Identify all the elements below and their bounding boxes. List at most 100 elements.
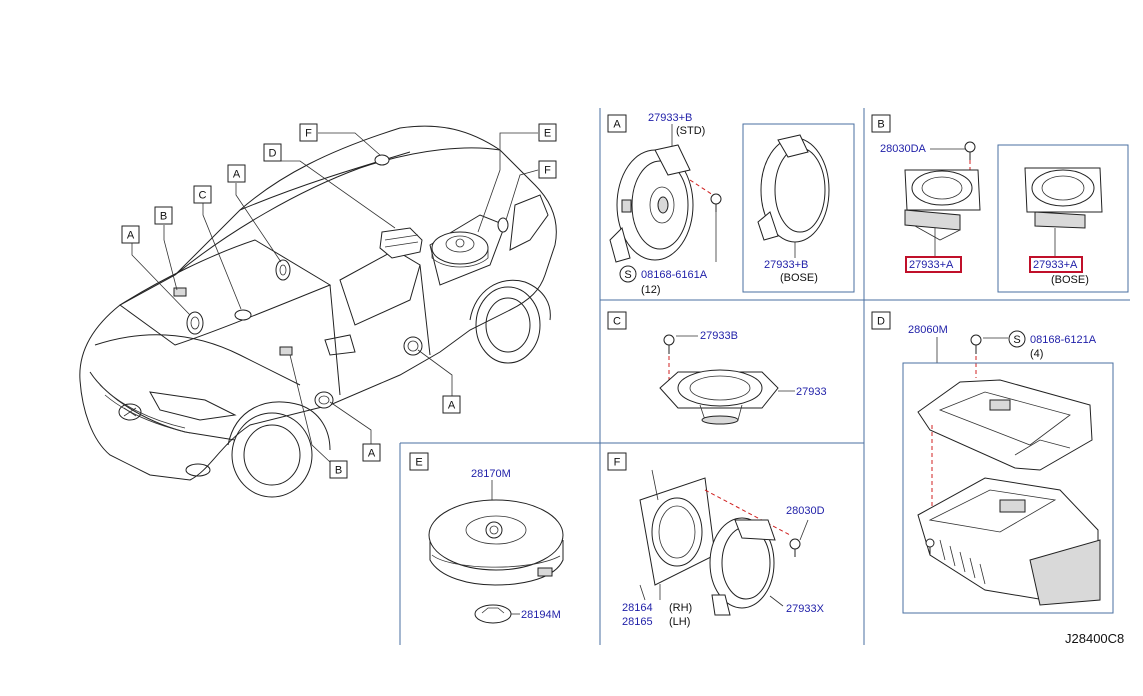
callout-leaders — [131, 132, 539, 463]
tweeter-b-left — [173, 287, 187, 297]
callout-f-1: F — [299, 123, 318, 142]
bose-speaker-illustration-a — [757, 134, 830, 243]
amplifier-module-illustration — [917, 477, 1101, 606]
svg-text:A: A — [127, 230, 135, 242]
section-b-label-box — [871, 114, 891, 133]
callout-e: E — [538, 123, 557, 142]
screw-f — [789, 538, 801, 557]
part-27933-b-bose: 27933+B — [764, 259, 808, 271]
callout-boxes: A B C A D F E F A A B — [121, 123, 557, 479]
section-e: E 28170M 28194M — [409, 452, 564, 624]
section-d: D 28060M S 08168-6121A (4) — [871, 311, 1114, 614]
section-f: F 28030D 27933X 28164 (RH) 28165 (LH) — [607, 452, 825, 628]
part-27933b: 27933B — [700, 330, 738, 342]
callout-a-2: A — [227, 164, 246, 183]
note-qty-4: (4) — [1030, 348, 1043, 360]
tweeter-std-illustration — [904, 169, 981, 241]
tweeter-bose-illustration — [1024, 167, 1103, 229]
part-08168-6161a: 08168-6161A — [641, 269, 708, 281]
svg-text:D: D — [269, 148, 277, 160]
svg-text:B: B — [160, 211, 167, 223]
vehicle-illustration — [79, 125, 557, 498]
subwoofer-unit — [431, 231, 489, 265]
door-speaker-illustration — [709, 517, 776, 616]
center-speaker — [234, 309, 252, 321]
bose-subpanel-b — [997, 144, 1129, 293]
section-c-label-box — [607, 311, 627, 330]
callout-f-2: F — [538, 160, 557, 179]
svg-text:S: S — [624, 269, 631, 281]
door-speaker-rear — [403, 336, 423, 356]
svg-text:A: A — [448, 400, 456, 412]
section-a-label-box — [607, 114, 627, 133]
part-27933-a-bose: 27933+A — [1033, 259, 1078, 271]
part-28164: 28164 — [622, 602, 653, 614]
amplifier-unit — [379, 227, 423, 259]
section-c: C 27933B 27933 — [607, 311, 827, 425]
screw-d-bottom — [925, 538, 935, 555]
tweeter-front-left — [186, 311, 204, 335]
section-c-letter: C — [613, 316, 621, 328]
part-28165: 28165 — [622, 616, 653, 628]
section-e-label-box — [409, 452, 429, 471]
callout-a-3: A — [442, 395, 461, 414]
svg-text:F: F — [305, 128, 312, 140]
callout-d: D — [263, 143, 282, 162]
part-27933: 27933 — [796, 386, 827, 398]
car-speaker-components — [173, 154, 509, 409]
part-27933x: 27933X — [786, 603, 825, 615]
callout-a-4: A — [362, 443, 381, 462]
clip-28194m-illustration — [474, 604, 512, 624]
callout-b-2: B — [329, 460, 348, 479]
screw-symbol-d — [1008, 330, 1026, 348]
section-d-letter: D — [877, 316, 885, 328]
bose-subpanel-a — [742, 123, 855, 293]
section-f-label-box — [607, 452, 627, 471]
subwoofer-illustration — [428, 499, 564, 586]
screw-b — [964, 141, 976, 160]
screw-symbol-a — [619, 265, 637, 283]
svg-text:B: B — [335, 465, 342, 477]
callout-c: C — [193, 185, 212, 204]
part-08168-6121a: 08168-6121A — [1030, 334, 1097, 346]
highlight-27933-a-std — [905, 256, 962, 273]
drawing-id: J28400C8 — [1065, 631, 1124, 646]
part-28194m: 28194M — [521, 609, 561, 621]
svg-text:C: C — [199, 190, 207, 202]
svg-text:F: F — [544, 165, 551, 177]
note-bose-b: (BOSE) — [1051, 274, 1089, 286]
rear-tweeter — [497, 217, 509, 233]
part-28030da: 28030DA — [880, 143, 927, 155]
part-28060m: 28060M — [908, 324, 948, 336]
section-d-label-box — [871, 311, 891, 330]
section-b: B 28030DA 27933+A 27933+A (BOSE) — [871, 114, 1129, 293]
screw-c — [663, 334, 675, 354]
note-lh: (LH) — [669, 616, 690, 628]
section-a: A 27933+B (STD) S 08168-6161A (12) — [607, 112, 855, 296]
std-speaker-illustration — [609, 144, 694, 263]
section-grid — [399, 108, 1130, 645]
callout-b-1: B — [154, 206, 173, 225]
callout-a-1: A — [121, 225, 140, 244]
note-bose-a: (BOSE) — [780, 272, 818, 284]
speaker-bracket-illustration — [639, 469, 716, 601]
section-f-letter: F — [614, 457, 621, 469]
part-27933-b-std: 27933+B — [648, 112, 692, 124]
part-27933-a-std: 27933+A — [909, 259, 954, 271]
svg-text:S: S — [1013, 334, 1020, 346]
highlight-27933-a-bose — [1029, 256, 1083, 273]
tweeter-front-right — [275, 259, 291, 281]
roof-speaker — [374, 154, 390, 166]
section-b-letter: B — [877, 119, 884, 131]
svg-text:A: A — [368, 448, 376, 460]
amplifier-subpanel — [902, 362, 1114, 614]
svg-text:A: A — [233, 169, 241, 181]
screw-a — [710, 193, 722, 212]
door-speaker-front — [314, 391, 334, 409]
section-a-letter: A — [613, 119, 621, 131]
svg-text:E: E — [544, 128, 551, 140]
amplifier-bracket-illustration — [917, 379, 1093, 471]
screw-d — [970, 334, 982, 354]
center-speaker-illustration — [659, 369, 779, 425]
